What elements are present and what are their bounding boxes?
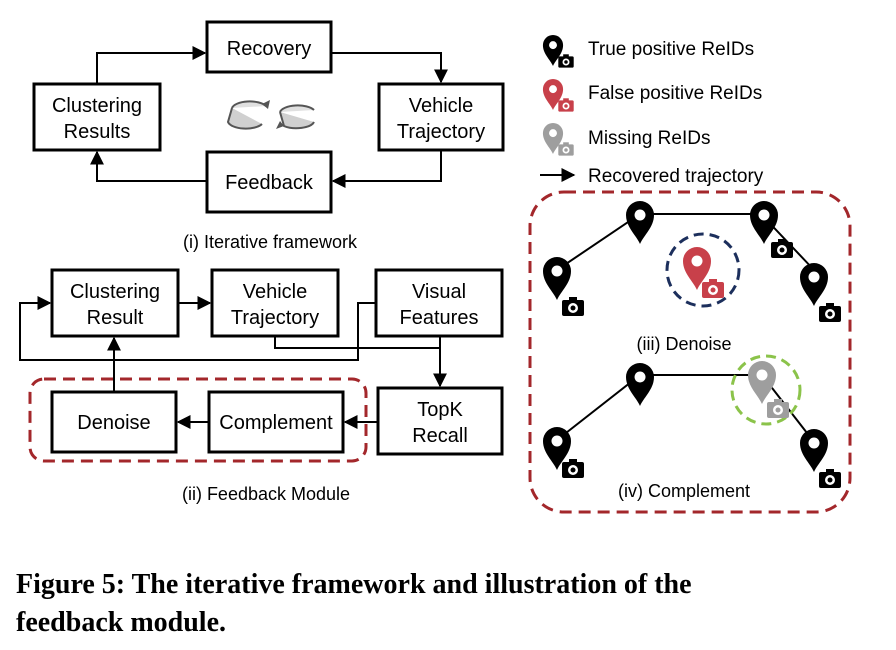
clustering-results-label-1: Clustering xyxy=(52,95,142,117)
clustering-results-box xyxy=(32,82,162,152)
figure-caption-line-1: Figure 5: The iterative framework and il… xyxy=(16,569,692,600)
arrow-clustering-to-recovery xyxy=(96,46,207,84)
visual-features-label-1: Visual xyxy=(412,281,466,303)
complement-illustration: (iv) Complement xyxy=(543,354,841,501)
topk-recall-box xyxy=(376,386,504,456)
vehicle-trajectory-label-4: Trajectory xyxy=(231,307,319,329)
camera-icon xyxy=(558,142,574,156)
clustering-results-label-2: Results xyxy=(64,121,131,143)
legend: True positive ReIDs False positive ReIDs… xyxy=(540,35,764,187)
iterative-framework: Recovery Clustering Results Vehicle Traj… xyxy=(32,20,505,252)
denoise-label: Denoise xyxy=(77,412,150,434)
figure-diagram: Recovery Clustering Results Vehicle Traj… xyxy=(19,20,852,514)
legend-false-positive: False positive ReIDs xyxy=(588,83,762,104)
location-pin-icon xyxy=(800,429,828,472)
location-pin-icon xyxy=(626,201,654,244)
iterative-framework-caption: (i) Iterative framework xyxy=(183,232,358,252)
arrow-trajectory-to-feedback xyxy=(331,150,442,188)
illustration-panel: (iii) Denoise (iv) Complement xyxy=(528,190,852,514)
feedback-box xyxy=(205,150,333,214)
legend-recovered: Recovered trajectory xyxy=(588,166,764,187)
camera-icon xyxy=(558,98,574,112)
line-trajectory-to-topk xyxy=(274,336,440,349)
camera-icon xyxy=(562,459,584,478)
arrow-feedback-to-clustering xyxy=(90,150,207,182)
legend-true-positive: True positive ReIDs xyxy=(588,39,754,60)
complement-label: Complement xyxy=(219,412,333,434)
arrow-recovery-to-trajectory xyxy=(331,52,448,84)
location-pin-icon xyxy=(800,263,828,306)
recovery-box xyxy=(205,20,333,74)
denoise-ring xyxy=(665,232,741,308)
vehicle-trajectory-label-1: Vehicle xyxy=(409,95,474,117)
false-positive-legend-icon xyxy=(542,79,574,112)
camera-icon xyxy=(771,239,793,258)
camera-icon xyxy=(767,399,789,418)
clustering-result-label-1: Clustering xyxy=(70,281,160,303)
vehicle-trajectory-label-2: Trajectory xyxy=(397,121,485,143)
feedback-module-border xyxy=(28,377,368,463)
recovery-label: Recovery xyxy=(227,38,311,60)
missing-legend-icon xyxy=(542,123,574,156)
cycle-arrows-icon xyxy=(226,100,315,130)
location-pin-icon xyxy=(750,201,778,244)
visual-features-label-2: Features xyxy=(400,307,479,329)
denoise-caption: (iii) Denoise xyxy=(636,334,731,354)
camera-icon xyxy=(558,54,574,68)
camera-icon xyxy=(819,303,841,322)
figure-caption: Figure 5: The iterative framework and il… xyxy=(16,566,886,642)
feedback-module: Clustering Result Vehicle Trajectory Vis… xyxy=(19,268,504,504)
true-positive-legend-icon xyxy=(542,35,574,68)
camera-icon xyxy=(702,279,724,298)
location-pin-icon xyxy=(748,361,776,404)
arrow-features-loop-to-clustering xyxy=(19,296,376,361)
complement-caption: (iv) Complement xyxy=(618,481,750,501)
vehicle-trajectory-box-2 xyxy=(210,268,340,338)
camera-icon xyxy=(819,469,841,488)
denoise-box xyxy=(50,390,178,454)
legend-missing: Missing ReIDs xyxy=(588,128,710,149)
topk-recall-label-2: Recall xyxy=(412,425,468,447)
vehicle-trajectory-label-3: Vehicle xyxy=(243,281,308,303)
complement-ring xyxy=(730,354,802,426)
location-pin-icon xyxy=(543,257,571,300)
topk-recall-label-1: TopK xyxy=(417,399,463,421)
denoise-illustration: (iii) Denoise xyxy=(543,201,841,354)
feedback-module-caption: (ii) Feedback Module xyxy=(182,484,350,504)
illustration-border xyxy=(528,190,852,514)
camera-icon xyxy=(562,297,584,316)
feedback-label: Feedback xyxy=(225,172,314,194)
location-pin-icon xyxy=(626,363,654,406)
figure-caption-line-2: feedback module. xyxy=(16,607,226,638)
clustering-result-label-2: Result xyxy=(87,307,144,329)
